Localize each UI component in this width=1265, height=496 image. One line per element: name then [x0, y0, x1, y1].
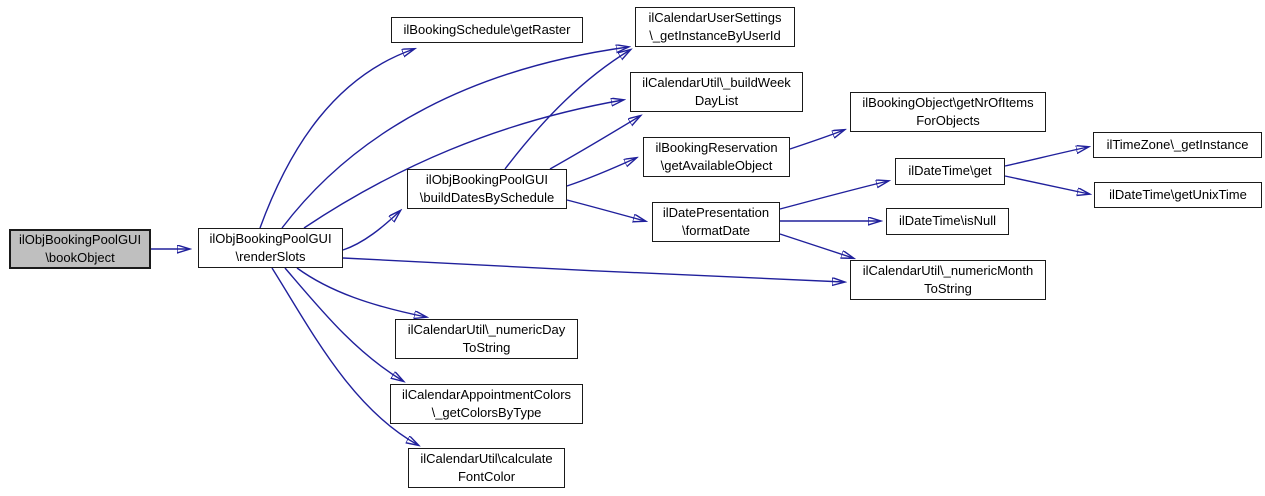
edge-renderSlots-buildDatesBySchedule: [342, 211, 400, 251]
edge-dateTimeGet-getUnixTime: [1004, 175, 1089, 194]
node-getUnixTime[interactable]: ilDateTime\getUnixTime: [1094, 182, 1262, 208]
node-getColorsByType[interactable]: ilCalendarAppointmentColors \_getColorsB…: [390, 384, 583, 424]
edge-getAvailableObject-getNrOfItemsForObjects: [789, 130, 844, 150]
node-isNull[interactable]: ilDateTime\isNull: [886, 208, 1009, 235]
edge-renderSlots-getRaster: [259, 49, 414, 229]
edge-buildDatesBySchedule-getAvailableObject: [566, 158, 636, 187]
edge-renderSlots-getColorsByType: [284, 267, 403, 381]
node-buildDatesBySchedule[interactable]: ilObjBookingPoolGUI \buildDatesBySchedul…: [407, 169, 567, 209]
edge-renderSlots-buildWeekDayList: [303, 100, 623, 229]
edge-renderSlots-calculateFontColor: [271, 267, 418, 445]
node-getAvailableObject[interactable]: ilBookingReservation \getAvailableObject: [643, 137, 790, 177]
node-bookObject: ilObjBookingPoolGUI \bookObject: [9, 229, 151, 269]
edge-buildDatesBySchedule-getInstanceByUserId: [504, 50, 630, 170]
node-dateTimeGet[interactable]: ilDateTime\get: [895, 158, 1005, 185]
edge-buildDatesBySchedule-buildWeekDayList: [549, 116, 640, 170]
node-numericDayToString[interactable]: ilCalendarUtil\_numericDay ToString: [395, 319, 578, 359]
node-numericMonthToString[interactable]: ilCalendarUtil\_numericMonth ToString: [850, 260, 1046, 300]
edge-dateTimeGet-timeZoneGetInstance: [1004, 147, 1088, 167]
edge-renderSlots-numericMonthToString: [342, 257, 844, 282]
node-getInstanceByUserId[interactable]: ilCalendarUserSettings \_getInstanceByUs…: [635, 7, 795, 47]
edge-formatDate-numericMonthToString: [779, 233, 853, 258]
node-timeZoneGetInstance[interactable]: ilTimeZone\_getInstance: [1093, 132, 1262, 158]
node-calculateFontColor[interactable]: ilCalendarUtil\calculate FontColor: [408, 448, 565, 488]
edge-renderSlots-getInstanceByUserId: [281, 47, 628, 229]
node-getRaster[interactable]: ilBookingSchedule\getRaster: [391, 17, 583, 43]
node-formatDate[interactable]: ilDatePresentation \formatDate: [652, 202, 780, 242]
node-getNrOfItemsForObjects[interactable]: ilBookingObject\getNrOfItems ForObjects: [850, 92, 1046, 132]
node-renderSlots[interactable]: ilObjBookingPoolGUI \renderSlots: [198, 228, 343, 268]
node-buildWeekDayList[interactable]: ilCalendarUtil\_buildWeek DayList: [630, 72, 803, 112]
edge-formatDate-dateTimeGet: [779, 181, 888, 210]
edge-renderSlots-numericDayToString: [296, 267, 426, 317]
edge-buildDatesBySchedule-formatDate: [566, 199, 645, 221]
